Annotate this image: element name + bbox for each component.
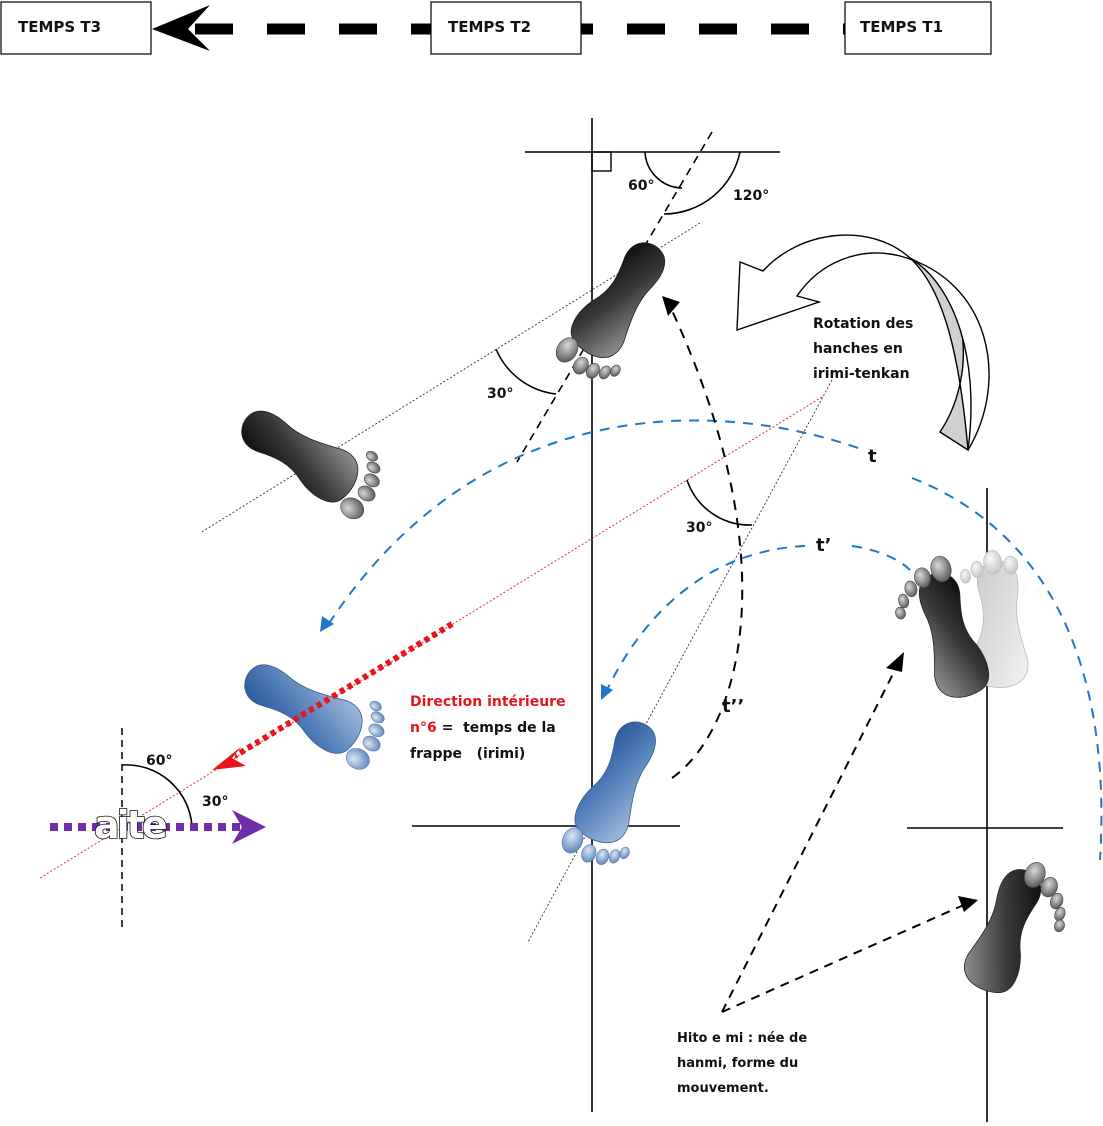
path-t-double-prime-arrowhead-icon <box>662 296 680 316</box>
time-label-t-double-prime: t’’ <box>722 696 744 717</box>
arc-30-upper <box>495 348 557 395</box>
direction-note-n6: n°6 <box>410 720 437 736</box>
box-temps-t1: TEMPS T1 <box>844 1 992 55</box>
rotation-label-line-2: hanches en <box>813 341 903 357</box>
arc-120-top <box>663 151 741 215</box>
path-t-prime-right <box>851 545 911 571</box>
arc-30-middle <box>686 479 753 526</box>
aite-arrowhead-icon <box>232 810 266 844</box>
box-temps-t3: TEMPS T3 <box>0 1 152 55</box>
timeline-arrowhead-icon <box>152 5 210 51</box>
foot-right-black <box>895 555 994 704</box>
rotation-arrow-back <box>909 257 969 452</box>
rotation-arrow-front <box>736 234 990 451</box>
thin-dotted-line-center <box>527 379 833 943</box>
rotation-label-line-3: irimi-tenkan <box>813 366 910 382</box>
foot-right-grey <box>960 550 1031 690</box>
angle-arcs <box>121 151 753 827</box>
hito-e-mi-line-2: hanmi, forme du <box>677 1056 798 1071</box>
foot-center-blue <box>561 712 667 865</box>
path-t-arrowhead-icon <box>320 616 334 632</box>
hito-e-mi-line-1: Hito e mi : née de <box>677 1031 807 1046</box>
foot-axis-dashed-line <box>516 131 713 463</box>
arc-aite <box>121 764 193 827</box>
box-temps-t1-label: TEMPS T1 <box>860 18 943 36</box>
svg-text:n°6 = temps de la: n°6 = temps de la <box>410 720 556 736</box>
hito-arrow-up-head-icon <box>886 652 904 672</box>
rotation-label: Rotation des hanches en irimi-tenkan <box>813 316 913 382</box>
time-label-t: t <box>868 446 877 467</box>
box-temps-t2-label: TEMPS T2 <box>448 18 531 36</box>
direction-note-line-1: Direction intérieure <box>410 694 566 710</box>
angle-label-30-aite: 30° <box>202 794 228 810</box>
foot-left-black <box>229 399 381 520</box>
hito-e-mi-label: Hito e mi : née de hanmi, forme du mouve… <box>677 1031 807 1096</box>
foot-top-black <box>555 230 677 380</box>
aite-label: aite <box>94 803 166 847</box>
red-direction-arrow-shaft <box>233 621 454 759</box>
movement-paths <box>325 419 1103 861</box>
angle-label-30-middle: 30° <box>686 520 712 536</box>
angle-label-60-top: 60° <box>628 178 654 194</box>
rotation-arrow <box>736 234 990 452</box>
hito-arrow-right-head-icon <box>958 896 978 912</box>
hito-arrow-up <box>721 663 899 1013</box>
time-label-t-prime: t’ <box>816 535 831 556</box>
hito-e-mi-arrows <box>721 663 967 1013</box>
box-temps-t2: TEMPS T2 <box>430 1 582 55</box>
angle-label-60-aite: 60° <box>146 753 172 769</box>
timeline: TEMPS T3 TEMPS T2 TEMPS T1 <box>0 1 992 55</box>
foot-left-blue <box>232 653 385 770</box>
angle-label-30-upper: 30° <box>487 386 513 402</box>
path-t-prime-arrowhead-icon <box>601 684 613 700</box>
box-temps-t3-label: TEMPS T3 <box>18 18 101 36</box>
direction-note: Direction intérieure n°6 = temps de la f… <box>410 694 566 762</box>
direction-note-line-3: frappe (irimi) <box>410 746 525 762</box>
angle-label-120-top: 120° <box>733 188 769 204</box>
right-angle-marker <box>591 151 612 172</box>
direction-note-line-2-rest: = temps de la <box>437 720 556 736</box>
path-t-double-prime <box>667 301 744 779</box>
red-direction-arrowhead-icon <box>212 746 246 770</box>
red-thin-direction-line <box>39 396 823 879</box>
hito-e-mi-line-3: mouvement. <box>677 1081 769 1096</box>
path-t-prime <box>605 545 806 693</box>
arc-60-top <box>644 151 683 189</box>
hito-arrow-right <box>721 903 967 1013</box>
foot-bottom-right-black <box>957 861 1066 1001</box>
rotation-label-line-1: Rotation des <box>813 316 913 332</box>
